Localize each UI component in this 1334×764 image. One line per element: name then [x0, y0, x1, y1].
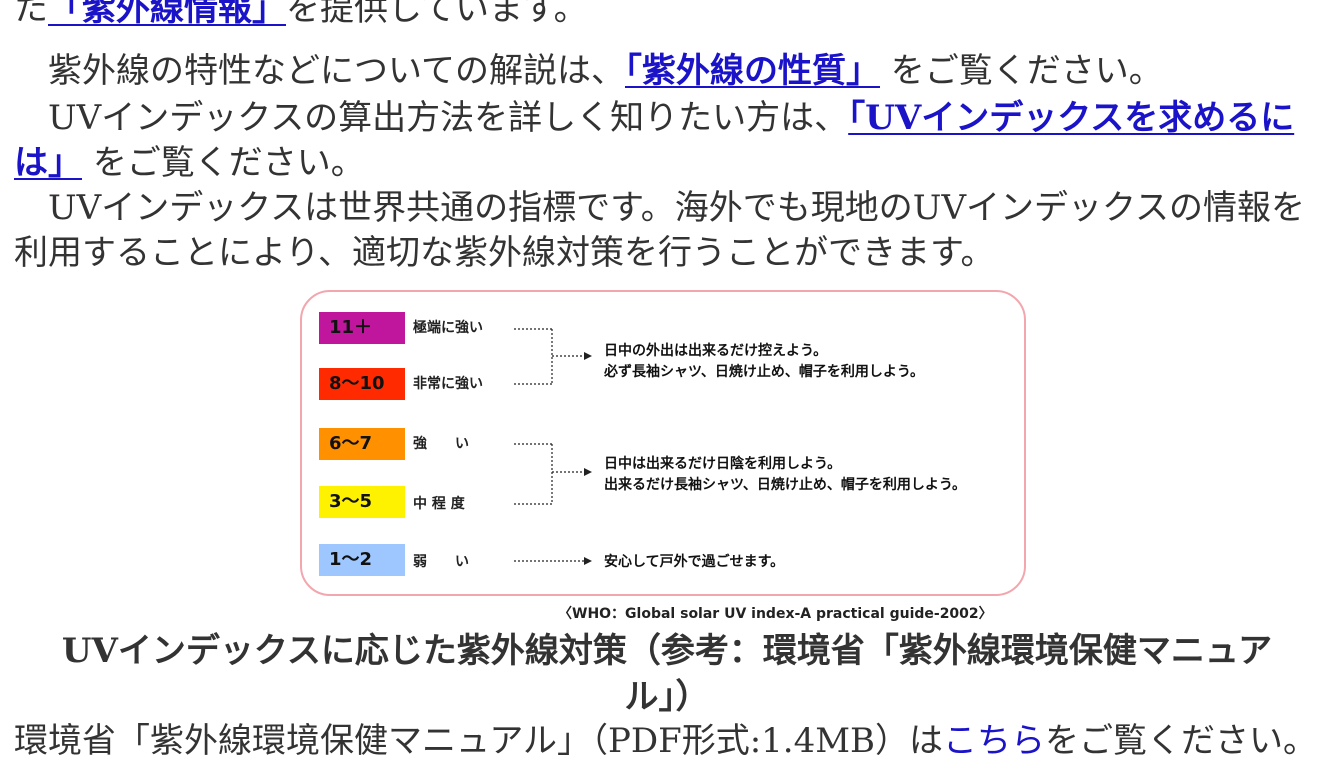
- advice-group3-line1: 安心して戸外で過ごせます。: [604, 554, 785, 570]
- uv-info-link[interactable]: 「紫外線情報」: [48, 0, 286, 29]
- paragraph-uv-global-2: 利用することにより、適切な紫外線対策を行うことができます。: [14, 233, 995, 273]
- text: た: [14, 0, 48, 29]
- advice-group2-line2: 出来るだけ長袖シャツ、日焼け止め、帽子を利用しよう。: [604, 477, 967, 493]
- advice-group1-line1: 日中の外出は出来るだけ控えよう。: [604, 343, 828, 359]
- figure-connectors: [514, 328, 592, 565]
- uv-level-label-low: 弱 い: [413, 554, 469, 570]
- text: 紫外線の特性などについての解説は、: [14, 51, 625, 91]
- uv-level-badge-low: 1〜2: [319, 544, 405, 576]
- paragraph-intro-end: た「紫外線情報」を提供しています。: [14, 0, 588, 32]
- uv-level-badge-very-high: 8〜10: [319, 368, 405, 400]
- uv-level-badge-high: 6〜7: [319, 428, 405, 460]
- text: をご覧ください。: [1045, 721, 1318, 761]
- uv-level-label-very-high: 非常に強い: [413, 376, 483, 392]
- uv-calc-link-cont[interactable]: は」: [14, 143, 82, 183]
- paragraph-manual: 環境省「紫外線環境保健マニュアル」（PDF形式:1.4MB）はこちらをご覧くださ…: [14, 718, 1317, 764]
- uv-level-label-high: 強 い: [413, 436, 469, 452]
- uv-calc-link[interactable]: 「UVインデックスを求めるに: [848, 98, 1295, 138]
- text: を提供しています。: [286, 0, 588, 29]
- text: UVインデックスの算出方法を詳しく知りたい方は、: [14, 98, 849, 138]
- figure-caption: UVインデックスに応じた紫外線対策（参考：環境省「紫外線環境保健マニュアル」）: [61, 631, 1273, 717]
- uv-level-badge-moderate: 3〜5: [319, 486, 405, 518]
- advice-group2-line1: 日中は出来るだけ日陰を利用しよう。: [604, 456, 842, 472]
- uv-level-label-extreme: 極端に強い: [413, 320, 483, 336]
- manual-pdf-link[interactable]: こちら: [943, 721, 1046, 761]
- text: をご覧ください。: [890, 51, 1163, 91]
- uv-nature-link[interactable]: 「紫外線の性質」: [624, 51, 880, 91]
- paragraph-uv-calc: UVインデックスの算出方法を詳しく知りたい方は、「UVインデックスを求めるに: [14, 95, 1294, 141]
- advice-group1-line2: 必ず長袖シャツ、日焼け止め、帽子を利用しよう。: [604, 364, 925, 380]
- paragraph-uv-nature: 紫外線の特性などについての解説は、「紫外線の性質」 をご覧ください。: [14, 48, 1163, 94]
- text: をご覧ください。: [92, 143, 365, 183]
- text: 環境省「紫外線環境保健マニュアル」（PDF形式:1.4MB）は: [14, 721, 944, 761]
- figure-source-note: 〈WHO：Global solar UV index-A practical g…: [558, 606, 993, 622]
- uv-level-badge-extreme: 11＋: [319, 312, 405, 344]
- uv-index-figure: 11＋ 極端に強い 8〜10 非常に強い 6〜7 強 い 3〜5 中 程 度 1…: [300, 290, 1026, 596]
- paragraph-uv-calc-cont: は」 をご覧ください。: [14, 140, 365, 186]
- uv-level-label-moderate: 中 程 度: [413, 496, 465, 512]
- paragraph-uv-global-1: UVインデックスは世界共通の指標です。海外でも現地のUVインデックスの情報を: [14, 188, 1305, 228]
